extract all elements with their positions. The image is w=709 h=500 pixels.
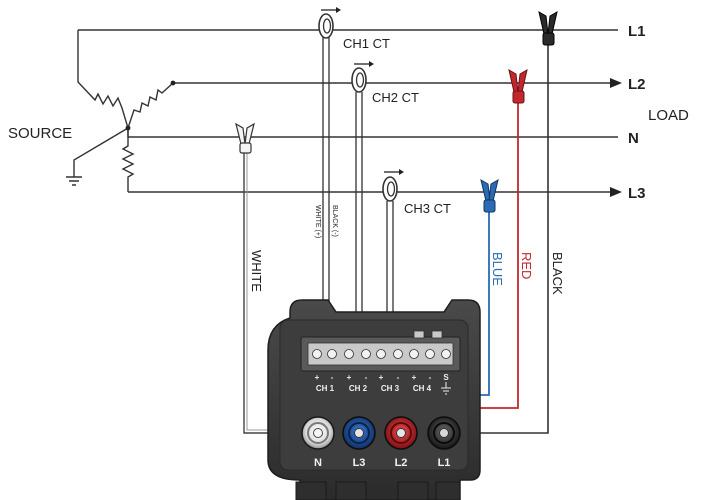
lead-label-red: RED [519, 252, 534, 279]
jack-n [301, 416, 335, 450]
arrow-l2 [610, 78, 622, 88]
arrow-l3 [610, 187, 622, 197]
polarity-1: + [315, 373, 320, 382]
lead-label-black: BLACK [550, 252, 565, 295]
line-label-l3: L3 [628, 185, 646, 202]
channel-label-2: CH 2 [349, 384, 368, 393]
clip-white [235, 122, 255, 154]
wye-neutral-node [125, 125, 131, 131]
clip-black [538, 11, 558, 46]
ct-ch2-label: CH2 CT [372, 90, 419, 105]
lead-black [462, 45, 549, 434]
polarity-5: + [379, 373, 384, 382]
polarity-9: S [443, 373, 449, 382]
lead-label-white: WHITE [249, 250, 264, 292]
channel-label-3: CH 3 [381, 384, 400, 393]
channel-label-1: CH 1 [316, 384, 335, 393]
jack-l1 [427, 416, 461, 450]
source-label: SOURCE [8, 125, 72, 142]
line-label-l1: L1 [628, 23, 646, 40]
polarity-2: - [331, 373, 334, 382]
ct-lead-label-white: WHITE (+) [314, 205, 321, 238]
meter: + - + - + - + - S CH 1 CH 2 CH 3 CH 4 [267, 299, 481, 500]
polarity-labels: + - + - + - + - S [315, 373, 450, 382]
ct-ch1 [318, 7, 341, 39]
ct-ch3-label: CH3 CT [404, 201, 451, 216]
line-conductors [78, 29, 618, 193]
channel-labels: CH 1 CH 2 CH 3 CH 4 [316, 384, 432, 393]
polarity-8: - [429, 373, 432, 382]
jack-l2 [384, 416, 418, 450]
ct-ch2 [351, 61, 374, 93]
line-label-l2: L2 [628, 76, 646, 93]
clip-blue [480, 178, 499, 213]
jack-label-l2: L2 [395, 457, 408, 469]
jack-l3 [342, 416, 376, 450]
lead-label-blue: BLUE [490, 252, 505, 286]
terminal-screws [312, 349, 451, 359]
ct-ch3 [382, 169, 404, 202]
jack-label-n: N [314, 457, 322, 469]
ct-lead-label-black: BLACK (-) [331, 205, 338, 237]
polarity-6: - [397, 373, 400, 382]
polarity-7: + [412, 373, 417, 382]
ground-symbol [441, 382, 451, 395]
line-label-n: N [628, 130, 639, 147]
jack-label-l3: L3 [353, 457, 366, 469]
clip-red [508, 69, 528, 104]
polarity-4: - [365, 373, 368, 382]
node-l2 [170, 80, 176, 86]
jack-label-l1: L1 [438, 457, 451, 469]
jack-labels: N L3 L2 L1 [314, 457, 450, 469]
ct-ch1-label: CH1 CT [343, 36, 390, 51]
channel-label-4: CH 4 [413, 384, 432, 393]
polarity-3: + [347, 373, 352, 382]
source-wye [66, 30, 174, 192]
load-label: LOAD [648, 107, 689, 124]
